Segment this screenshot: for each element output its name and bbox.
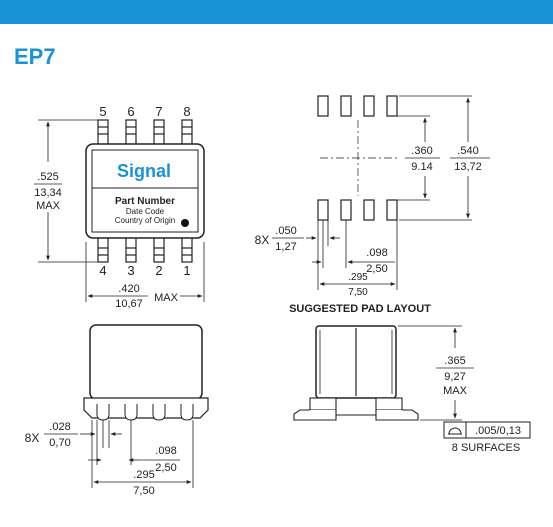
top-banner (0, 0, 553, 24)
pin1-dot (181, 219, 189, 227)
lead-width-mm: 0,70 (49, 437, 70, 449)
flatness-tolerance: .005/0,13 (475, 425, 521, 437)
pin-number: 7 (155, 104, 162, 119)
height-dimension (34, 119, 98, 263)
lead-span-mm: 7,50 (133, 485, 154, 497)
pad-layout: .360 9.14 .540 13,72 8X .050 1,27 .098 2… (255, 95, 490, 315)
pad-width-mm: 1,27 (275, 241, 296, 253)
front-base (83, 397, 209, 419)
front-body (89, 324, 203, 400)
pad-dims (272, 95, 490, 290)
pin-number: 1 (183, 263, 190, 278)
pads-upper (317, 95, 398, 117)
inner-span-mm: 9.14 (411, 161, 432, 173)
brand-logo-text: Signal (117, 161, 171, 181)
pad-span-mm: 7,50 (348, 287, 368, 298)
outer-span-mm: 13,72 (454, 161, 482, 173)
pin-number: 2 (155, 263, 162, 278)
width-inch: .420 (118, 283, 139, 295)
pad-layout-caption: SUGGESTED PAD LAYOUT (289, 303, 431, 315)
top-pins-upper (97, 119, 193, 147)
pad-pitch-mm: 2,50 (366, 263, 387, 275)
country-label: Country of Origin (115, 216, 175, 225)
side-height-max: MAX (443, 385, 468, 397)
side-height-inch: .365 (444, 355, 465, 367)
profile-surface-icon (448, 427, 462, 435)
width-max: MAX (154, 292, 179, 304)
lead-span-inch: .295 (133, 469, 154, 481)
pin-number: 4 (99, 263, 106, 278)
lead-width-inch: .028 (49, 421, 70, 433)
pad-centerlines (320, 120, 398, 196)
pad-width-inch: .050 (275, 225, 296, 237)
inner-span-inch: .360 (411, 145, 432, 157)
side-terminals (293, 397, 419, 421)
surfaces-note: 8 SURFACES (452, 442, 520, 454)
side-height-mm: 9,27 (444, 371, 465, 383)
top-view: 5 6 7 8 4 3 2 1 Signal Part Number Date … (34, 104, 205, 310)
part-number-label: Part Number (115, 196, 175, 207)
outer-span-inch: .540 (457, 145, 478, 157)
pin-number: 3 (127, 263, 134, 278)
front-view: 8X .028 0,70 .098 2,50 .295 7,50 (25, 324, 209, 497)
pads-lower (317, 199, 398, 221)
front-dims (80, 420, 194, 488)
pad-count: 8X (255, 233, 270, 247)
pad-pitch-inch: .098 (366, 247, 387, 259)
width-mm: 10,67 (115, 298, 143, 310)
lead-count: 8X (25, 431, 40, 445)
lead-pitch-inch: .098 (155, 445, 176, 457)
width-dimension (85, 242, 205, 302)
label-panel (91, 149, 199, 233)
pad-span-inch: .295 (348, 272, 368, 283)
side-view: .365 9,27 MAX .005/0,13 8 SURFACES (293, 325, 531, 454)
pin-number: 5 (99, 104, 106, 119)
height-max: MAX (36, 200, 61, 212)
height-mm: 13,34 (34, 187, 62, 199)
flatness-frame: .005/0,13 (443, 421, 531, 439)
front-leads (96, 404, 194, 421)
pin-number: 8 (183, 104, 190, 119)
page-title: EP7 (14, 44, 56, 69)
pin-number: 6 (127, 104, 134, 119)
side-dims (398, 325, 474, 421)
height-inch: .525 (37, 171, 58, 183)
date-code-label: Date Code (126, 207, 165, 216)
top-pins-lower (97, 235, 193, 263)
lead-pitch-mm: 2,50 (155, 462, 176, 474)
